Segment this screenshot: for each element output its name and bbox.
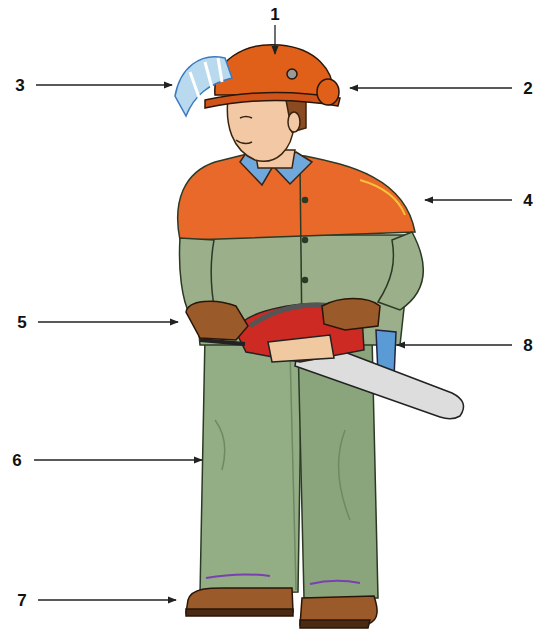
- callout-number: 2: [523, 80, 532, 97]
- callout-number: 8: [523, 337, 532, 354]
- callout-number: 7: [17, 592, 26, 609]
- callout-number: 3: [15, 77, 24, 94]
- callout-number: 6: [12, 452, 21, 469]
- boots: [186, 574, 377, 628]
- gloves: [186, 299, 380, 341]
- callout-number: 5: [17, 314, 26, 331]
- head: [227, 98, 312, 185]
- callout-number: 1: [270, 6, 279, 23]
- visor: [175, 57, 232, 116]
- callout-number: 4: [523, 192, 532, 209]
- leader-lines: [34, 25, 512, 600]
